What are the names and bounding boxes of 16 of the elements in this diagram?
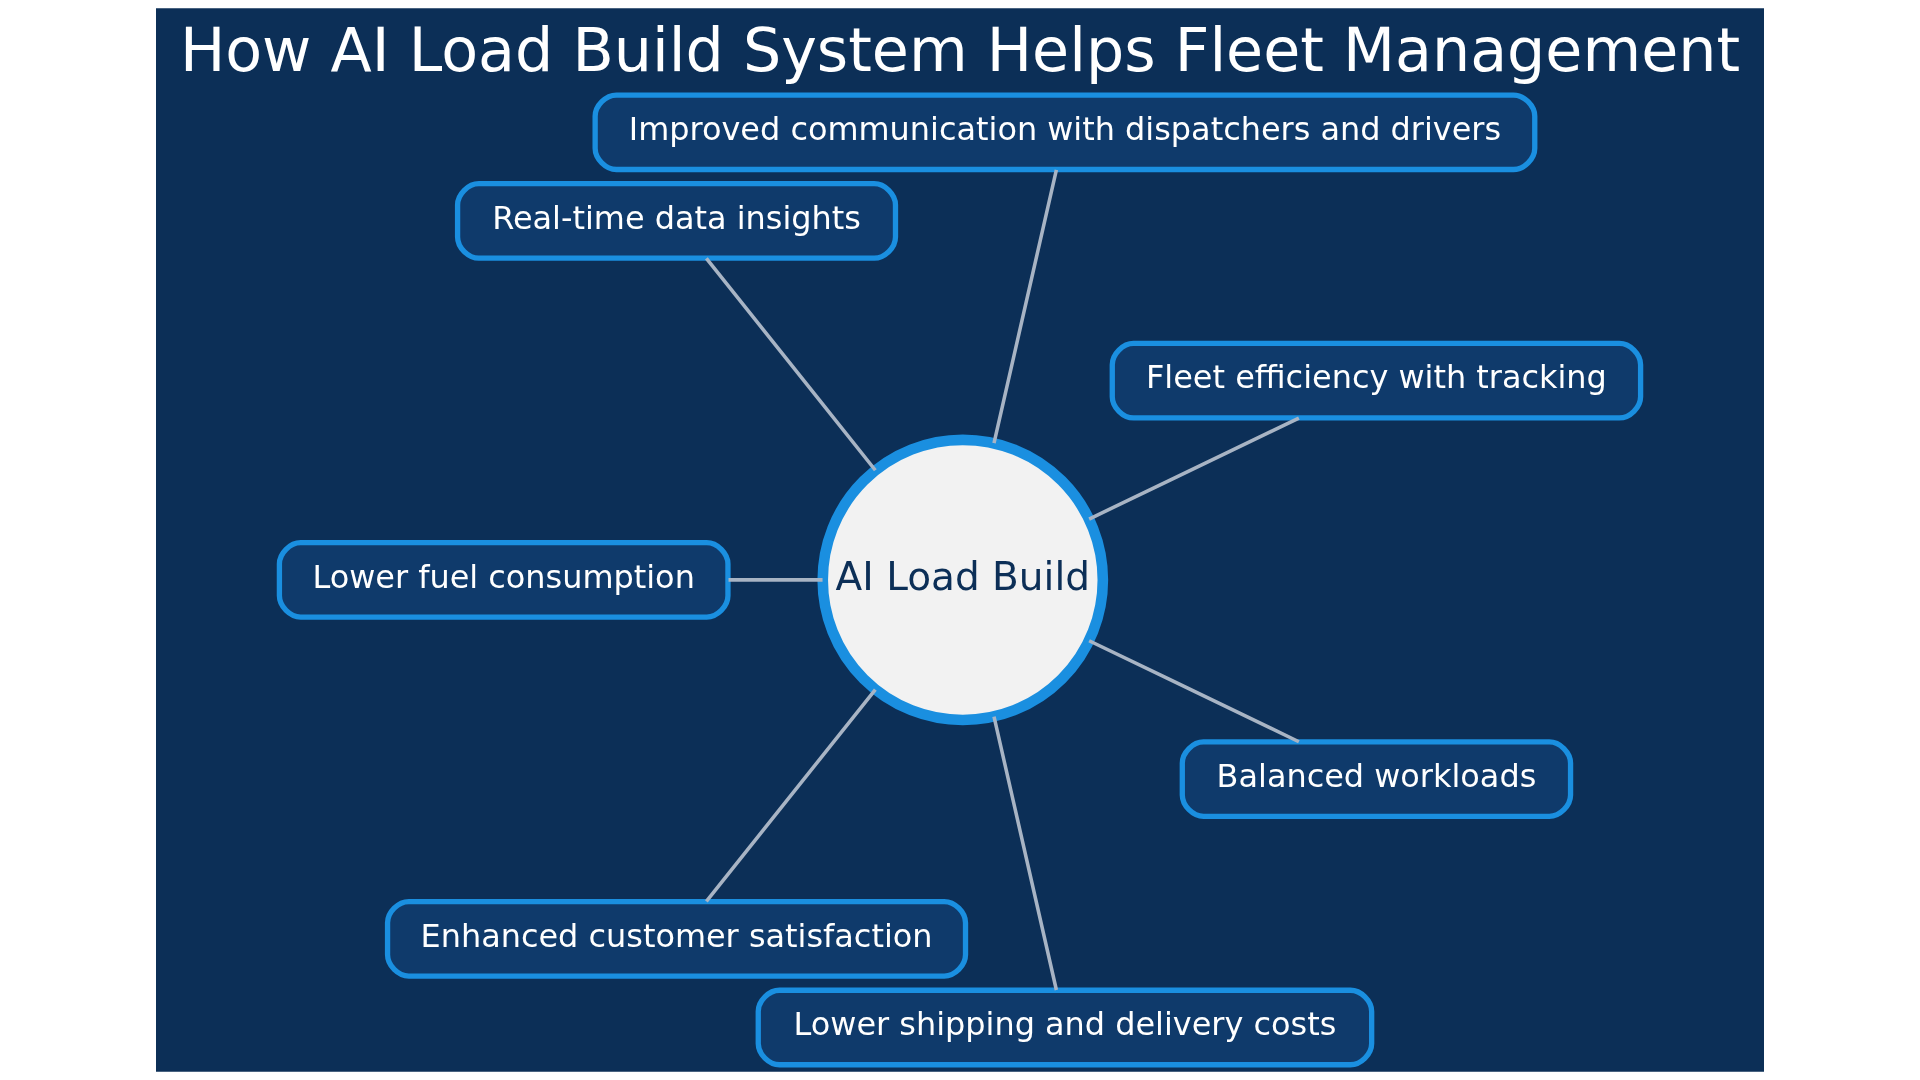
connector xyxy=(1088,416,1300,521)
node-box: Real-time data insights xyxy=(454,181,899,261)
connector xyxy=(728,578,823,582)
connector xyxy=(705,688,877,903)
node-circle: AI Load Build xyxy=(817,434,1109,726)
node-box: Lower fuel consumption xyxy=(276,540,731,620)
node-box: Improved communication with dispatchers and drivers xyxy=(592,92,1538,173)
connector xyxy=(992,169,1059,444)
node-box: Balanced workloads xyxy=(1179,739,1574,819)
connector xyxy=(992,716,1059,991)
connector xyxy=(705,257,877,472)
node-box: Enhanced customer satisfaction xyxy=(384,898,969,979)
node-box: Lower shipping and delivery costs xyxy=(755,987,1375,1068)
node-box: Fleet efficiency with tracking xyxy=(1109,340,1644,421)
diagram-title: How AI Load Build System Helps Fleet Management xyxy=(179,14,1741,85)
connector xyxy=(1088,639,1300,744)
